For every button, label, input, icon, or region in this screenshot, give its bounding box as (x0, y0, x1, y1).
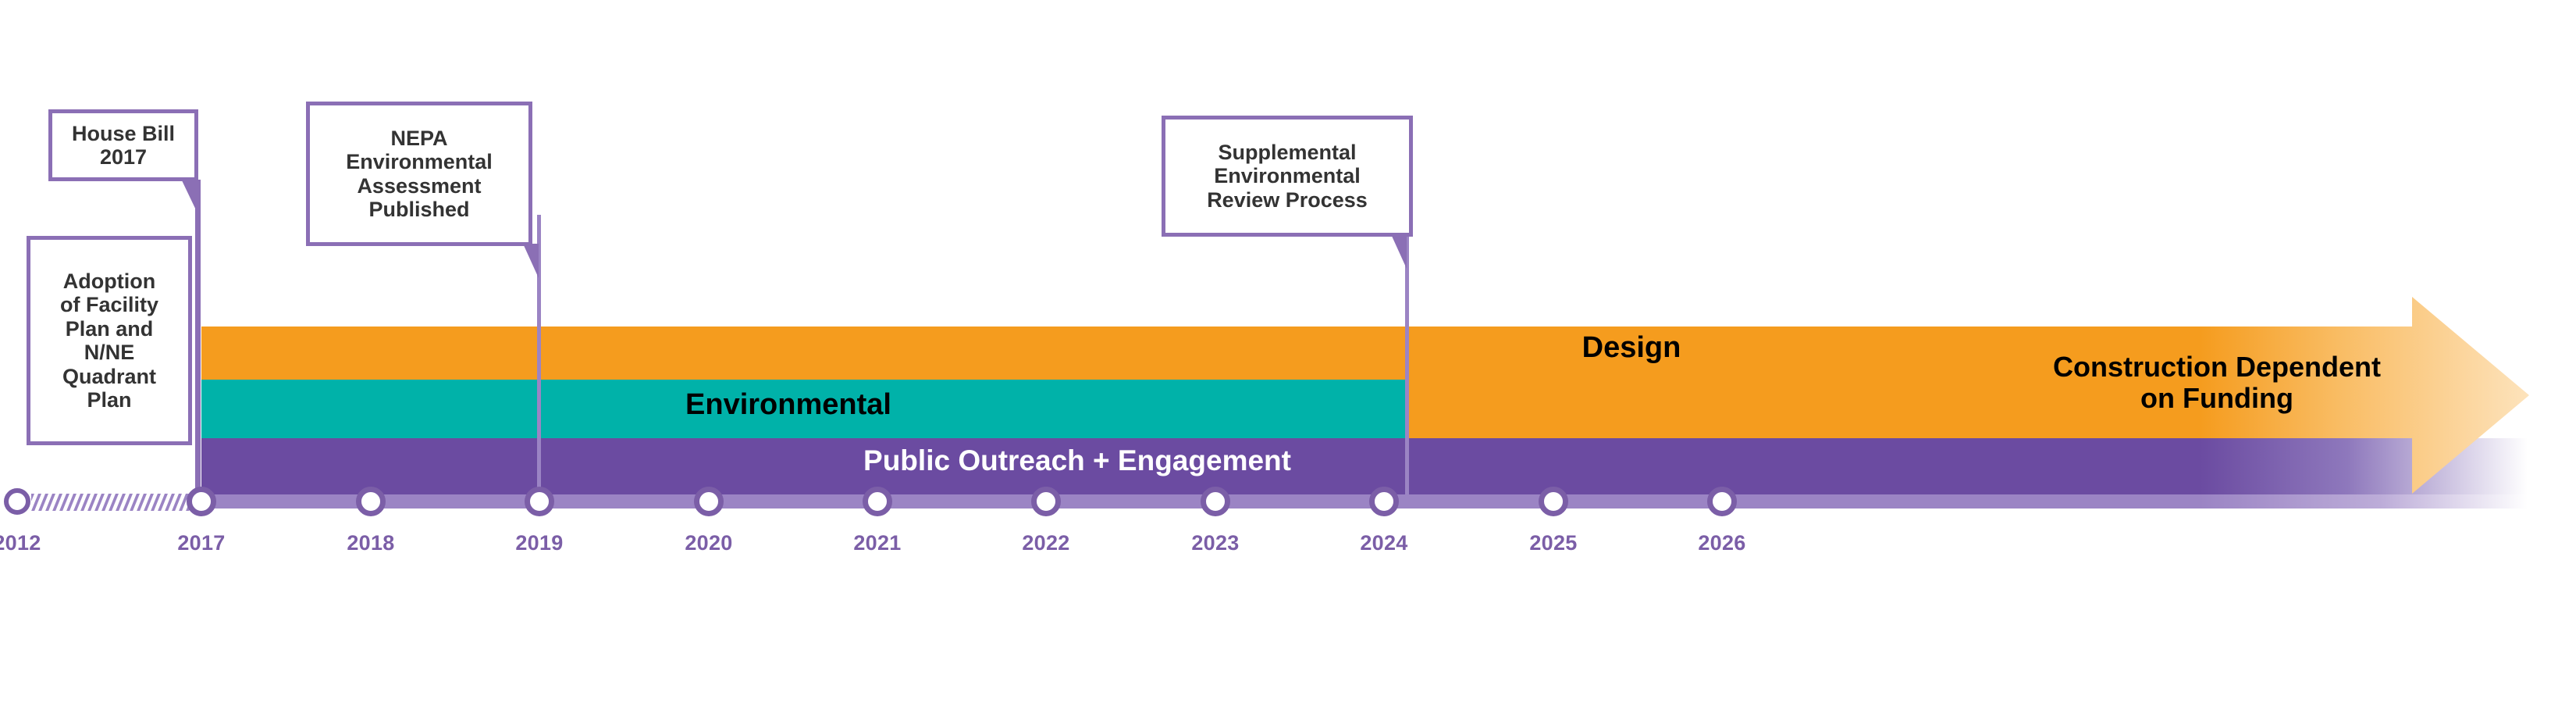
axis-year-label-2019: 2019 (515, 531, 564, 555)
axis-node-2012[interactable] (4, 488, 30, 515)
axis-year-label-2018: 2018 (347, 531, 395, 555)
callout-supplemental-review-text: Supplemental Environmental Review Proces… (1207, 140, 1368, 212)
callout-supplemental-review[interactable]: Supplemental Environmental Review Proces… (1162, 116, 1413, 237)
axis-node-2024[interactable] (1369, 487, 1399, 516)
callout-house-bill[interactable]: House Bill 2017 (48, 109, 198, 181)
timeline-gap-hatch (31, 494, 211, 511)
axis-node-2018[interactable] (356, 487, 386, 516)
axis-year-label-2020: 2020 (685, 531, 733, 555)
axis-node-2022[interactable] (1031, 487, 1061, 516)
axis-node-2020[interactable] (694, 487, 724, 516)
axis-year-label-2012: 2012 (0, 531, 41, 555)
callout-house-bill-text: House Bill 2017 (71, 121, 176, 170)
callout-house-bill-tail (181, 179, 198, 215)
axis-year-label-2017: 2017 (177, 531, 226, 555)
callout-nepa-tail (523, 244, 539, 278)
callout-nepa-assessment[interactable]: NEPA Environmental Assessment Published (306, 102, 532, 246)
axis-node-2023[interactable] (1201, 487, 1230, 516)
callout-supplemental-tail (1391, 234, 1407, 269)
callout-nepa-assessment-text: NEPA Environmental Assessment Published (346, 126, 493, 222)
band-label-public-outreach: Public Outreach + Engagement (863, 444, 1291, 476)
axis-year-label-2023: 2023 (1191, 531, 1240, 555)
band-label-design: Design (1582, 331, 1681, 364)
axis-year-label-2021: 2021 (853, 531, 902, 555)
callout-adoption-facility-plan[interactable]: Adoption of Facility Plan and N/NE Quadr… (27, 236, 192, 445)
leader-line-supplemental-review (1405, 234, 1409, 508)
axis-year-label-2022: 2022 (1022, 531, 1070, 555)
band-environmental-teal (201, 380, 1407, 438)
callout-adoption-facility-plan-text: Adoption of Facility Plan and N/NE Quadr… (59, 269, 159, 412)
band-label-construction: Construction Dependent on Funding (2053, 351, 2381, 415)
axis-node-2019[interactable] (525, 487, 554, 516)
axis-year-label-2024: 2024 (1360, 531, 1408, 555)
band-public-outreach-purple (201, 438, 2200, 494)
band-design-orange-lower (1407, 380, 2200, 438)
axis-year-label-2026: 2026 (1698, 531, 1746, 555)
axis-node-2025[interactable] (1539, 487, 1568, 516)
axis-year-label-2025: 2025 (1529, 531, 1578, 555)
axis-node-2017[interactable] (187, 487, 216, 516)
band-design-orange (201, 327, 2200, 380)
axis-node-2026[interactable] (1707, 487, 1737, 516)
leader-line-nepa (537, 215, 541, 508)
axis-node-2021[interactable] (863, 487, 892, 516)
leader-line-house-bill (195, 180, 201, 508)
band-label-environmental: Environmental (685, 388, 891, 421)
